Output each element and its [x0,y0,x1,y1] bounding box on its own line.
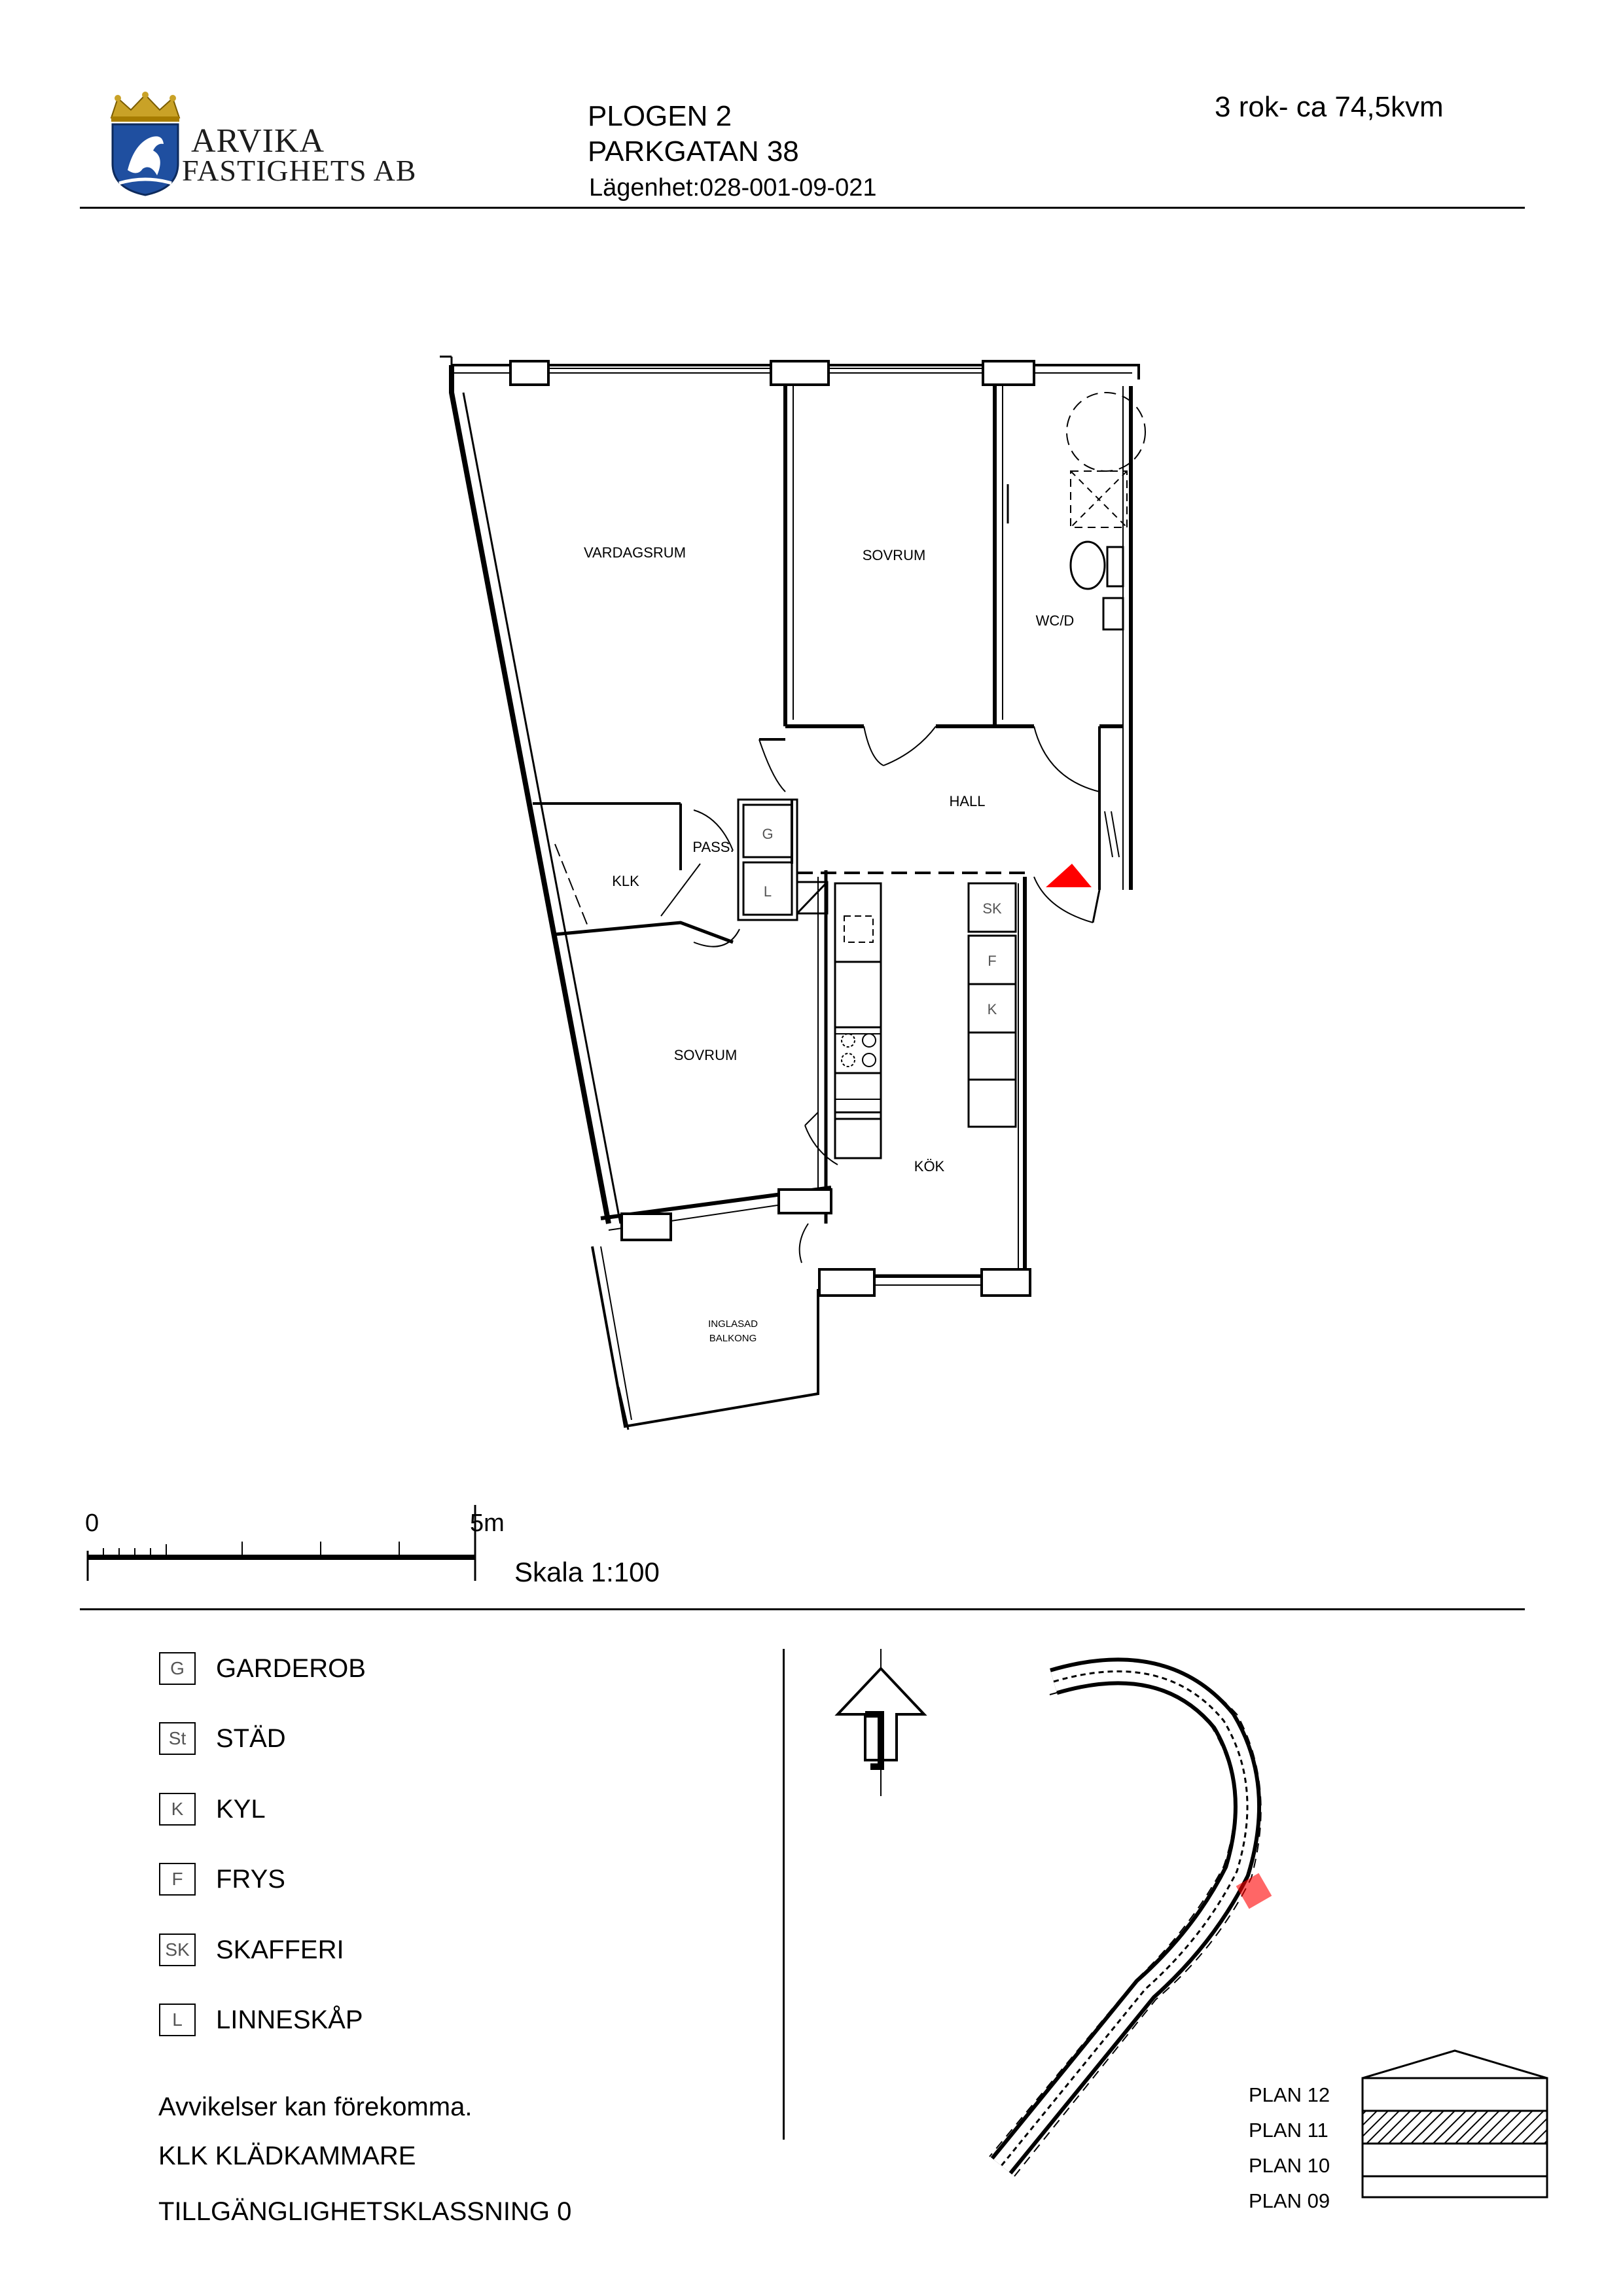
legend-code-garderob: G [159,1652,196,1685]
fixture-f: F [988,953,996,969]
legend-divider [783,1649,785,2140]
header-divider [80,207,1525,209]
company-name-line1: ARVIKA [191,122,325,160]
apartment-size: 3 rok- ca 74,5kvm [1215,91,1444,123]
note-deviation: Avvikelser kan förekomma. [158,2093,473,2121]
floor-11-block-highlighted [1361,2110,1548,2145]
floor-label-11: PLAN 11 [1249,2119,1329,2142]
north-arrow-icon [834,1649,927,1796]
floor-label-09: PLAN 09 [1249,2189,1330,2212]
room-klk: KLK [612,873,639,889]
legend-code-skafferi: SK [159,1934,196,1966]
note-accessibility: TILLGÄNGLIGHETSKLASSNING 0 [158,2197,572,2226]
floor-indicator [1361,2049,1548,2199]
floor-09-block [1361,2175,1548,2199]
floor-plan: VARDAGSRUM SOVRUM WC/D HALL PASS. KLK SO… [440,355,1146,1430]
legend-label-stad: STÄD [216,1724,286,1753]
floor-10-block [1361,2142,1548,2178]
site-plan [989,1657,1272,2177]
note-klk: KLK KLÄDKAMMARE [158,2142,416,2170]
room-sovrum-top: SOVRUM [863,547,926,563]
floor-label-12: PLAN 12 [1249,2083,1330,2106]
project-name: PLOGEN 2 [588,100,732,132]
legend-code-kyl: K [159,1793,196,1826]
room-wcd: WC/D [1036,612,1075,629]
scale-start: 0 [85,1510,99,1537]
company-name-line2: FASTIGHETS AB [182,154,417,187]
crest-icon [110,92,181,196]
legend-code-linneskap: L [159,2004,196,2036]
legend-label-skafferi: SKAFFERI [216,1935,344,1964]
scale-label: Skala 1:100 [514,1557,660,1587]
fixture-g: G [762,826,773,842]
apartment-number: Lägenhet:028-001-09-021 [589,174,877,202]
address: PARKGATAN 38 [588,135,799,168]
legend-label-frys: FRYS [216,1865,285,1894]
fixture-l: L [764,883,772,900]
floor-label-10: PLAN 10 [1249,2154,1330,2177]
fixture-k: K [988,1001,997,1017]
room-sovrum-bottom: SOVRUM [674,1047,738,1063]
room-pass: PASS. [692,839,734,855]
room-vardagsrum: VARDAGSRUM [584,544,686,561]
floor-12-block [1361,2077,1548,2112]
scale-bar: 0 5m [85,1505,505,1581]
legend-label-linneskap: LINNESKÅP [216,2005,363,2034]
room-balkong-line1: INGLASAD [708,1318,758,1330]
room-hall: HALL [949,793,985,809]
entrance-marker-icon [1046,864,1092,887]
legend-label-garderob: GARDEROB [216,1654,366,1683]
room-kok: KÖK [914,1158,945,1174]
legend-code-frys: F [159,1863,196,1896]
fixture-sk: SK [982,900,1002,917]
room-balkong-line2: BALKONG [709,1333,757,1344]
scale-end: 5m [470,1510,505,1537]
scale-divider [80,1608,1525,1610]
apartment-highlight [1236,1873,1272,1909]
legend-code-stad: St [159,1722,196,1755]
legend-label-kyl: KYL [216,1795,266,1824]
